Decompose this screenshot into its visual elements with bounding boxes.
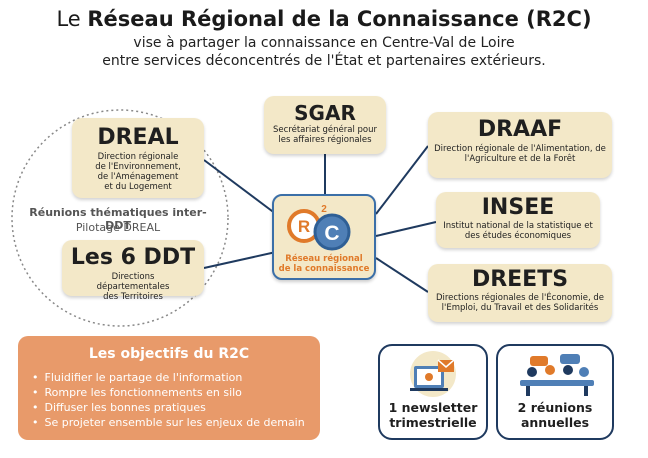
draaf-name: DRAAF bbox=[477, 117, 563, 142]
dreal-card: DREAL Direction régionale de l'Environne… bbox=[72, 118, 204, 198]
line-draaf bbox=[375, 145, 429, 215]
objective-item: Fluidifier le partage de l'information bbox=[32, 370, 320, 385]
page-subtitle: vise à partager la connaissance en Centr… bbox=[0, 34, 648, 70]
svg-text:C: C bbox=[324, 222, 339, 245]
line-insee bbox=[375, 221, 437, 237]
r2c-label: Réseau régional de la connaissance bbox=[278, 254, 370, 274]
r2c-logo-icon: R C 2 bbox=[287, 204, 351, 251]
objectives-list: Fluidifier le partage de l'information R… bbox=[18, 370, 320, 430]
meetings-card: 2 réunions annuelles bbox=[496, 344, 614, 440]
objective-item: Rompre les fonctionnements en silo bbox=[32, 385, 320, 400]
dreets-name: DREETS bbox=[471, 267, 569, 292]
dreets-description: Directions régionales de l'Économie, de … bbox=[435, 293, 605, 313]
dreal-description: Direction régionale de l'Environnement, … bbox=[95, 152, 181, 192]
r2c-center-box: R C 2 Réseau régional de la connaissance bbox=[272, 194, 376, 280]
objectives-box: Les objectifs du R2C Fluidifier le parta… bbox=[18, 336, 320, 440]
line-dreets bbox=[375, 257, 429, 293]
insee-card: INSEE Institut national de la statistiqu… bbox=[436, 192, 600, 248]
draaf-description: Direction régionale de l'Alimentation, d… bbox=[434, 144, 606, 164]
insee-description: Institut national de la statistique et d… bbox=[443, 221, 593, 241]
subtitle-line-2: entre services déconcentrés de l'État et… bbox=[102, 53, 546, 69]
objectives-title: Les objectifs du R2C bbox=[88, 346, 250, 362]
dreets-card: DREETS Directions régionales de l'Économ… bbox=[428, 264, 612, 322]
line-dreal bbox=[203, 159, 277, 215]
ddt-description: Directions départementales des Territoir… bbox=[96, 272, 170, 302]
newsletter-icon bbox=[410, 351, 456, 397]
sgar-card: SGAR Secrétariat général pour les affair… bbox=[264, 96, 386, 154]
dreal-name: DREAL bbox=[97, 125, 179, 150]
newsletter-card: 1 newsletter trimestrielle bbox=[378, 344, 488, 440]
newsletter-label: 1 newsletter trimestrielle bbox=[388, 400, 478, 430]
insee-name: INSEE bbox=[481, 195, 555, 220]
ddt-name: Les 6 DDT bbox=[70, 245, 196, 270]
subtitle-line-1: vise à partager la connaissance en Centr… bbox=[133, 35, 515, 51]
meetings-label: 2 réunions annuelles bbox=[517, 400, 593, 430]
draaf-card: DRAAF Direction régionale de l'Alimentat… bbox=[428, 112, 612, 178]
ddt-circle bbox=[11, 109, 229, 327]
sgar-description: Secrétariat général pour les affaires ré… bbox=[273, 125, 377, 145]
svg-text:2: 2 bbox=[321, 204, 327, 215]
ddt-card: Les 6 DDT Directions départementales des… bbox=[62, 240, 204, 302]
meeting-icon bbox=[520, 354, 594, 396]
line-ddt bbox=[203, 251, 277, 269]
sgar-name: SGAR bbox=[294, 101, 356, 125]
svg-text:R: R bbox=[298, 217, 310, 236]
page-title: Le Réseau Régional de la Connaissance (R… bbox=[56, 7, 592, 31]
circle-label-1: Réunions thématiques inter-DDT bbox=[29, 206, 207, 232]
circle-label-2: Pilotage DREAL bbox=[75, 221, 161, 234]
objective-item: Diffuser les bonnes pratiques bbox=[32, 400, 320, 415]
objective-item: Se projeter ensemble sur les enjeux de d… bbox=[32, 415, 320, 430]
